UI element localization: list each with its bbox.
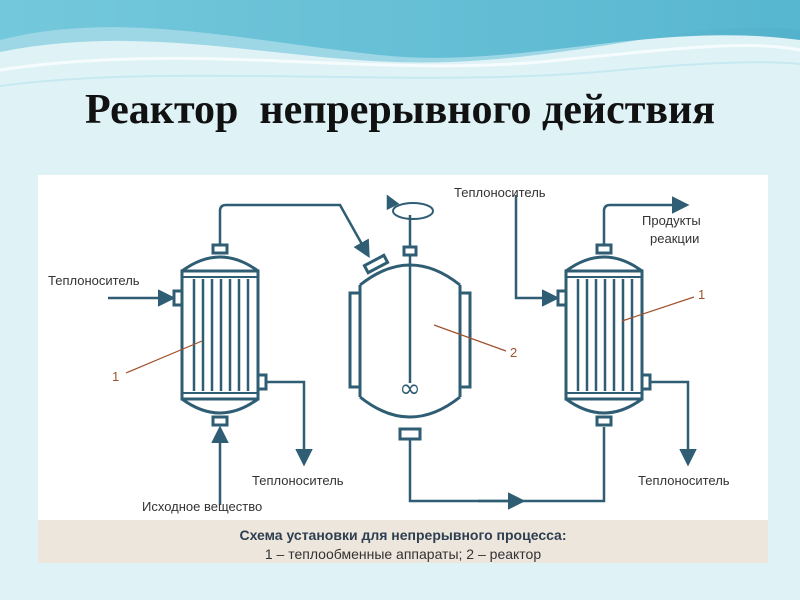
rotation-arrow-icon xyxy=(386,194,434,220)
caption-legend: 1 – теплообменные аппараты; 2 – реактор xyxy=(264,546,542,562)
label-products-line2: реакции xyxy=(650,231,699,246)
label-number-reactor: 2 xyxy=(510,345,517,360)
heat-exchanger-right xyxy=(556,243,652,427)
label-heat-carrier-out-left: Теплоноситель xyxy=(252,473,344,488)
stirrer-icon: ∞ xyxy=(399,374,421,404)
label-feed: Исходное вещество xyxy=(142,499,262,514)
label-number-right-exchanger: 1 xyxy=(698,287,705,302)
heat-exchanger-left xyxy=(172,243,268,427)
flow-arrow-icon xyxy=(108,195,697,510)
label-number-left-exchanger: 1 xyxy=(112,369,119,384)
reactor-vessel xyxy=(348,215,472,441)
label-heat-carrier-out-right: Теплоноситель xyxy=(638,473,730,488)
slide-title: Реактор непрерывного действия xyxy=(85,87,715,133)
figure-caption: Схема установки для непрерывного процесс… xyxy=(38,520,768,563)
label-heat-carrier-in-left: Теплоноситель xyxy=(48,273,140,288)
label-heat-carrier-top: Теплоноситель xyxy=(454,185,546,200)
process-schematic: ∞ xyxy=(48,185,730,514)
label-products-line1: Продукты xyxy=(642,213,701,228)
process-diagram-figure: ∞ xyxy=(38,175,768,563)
caption-title: Схема установки для непрерывного процесс… xyxy=(239,527,567,543)
